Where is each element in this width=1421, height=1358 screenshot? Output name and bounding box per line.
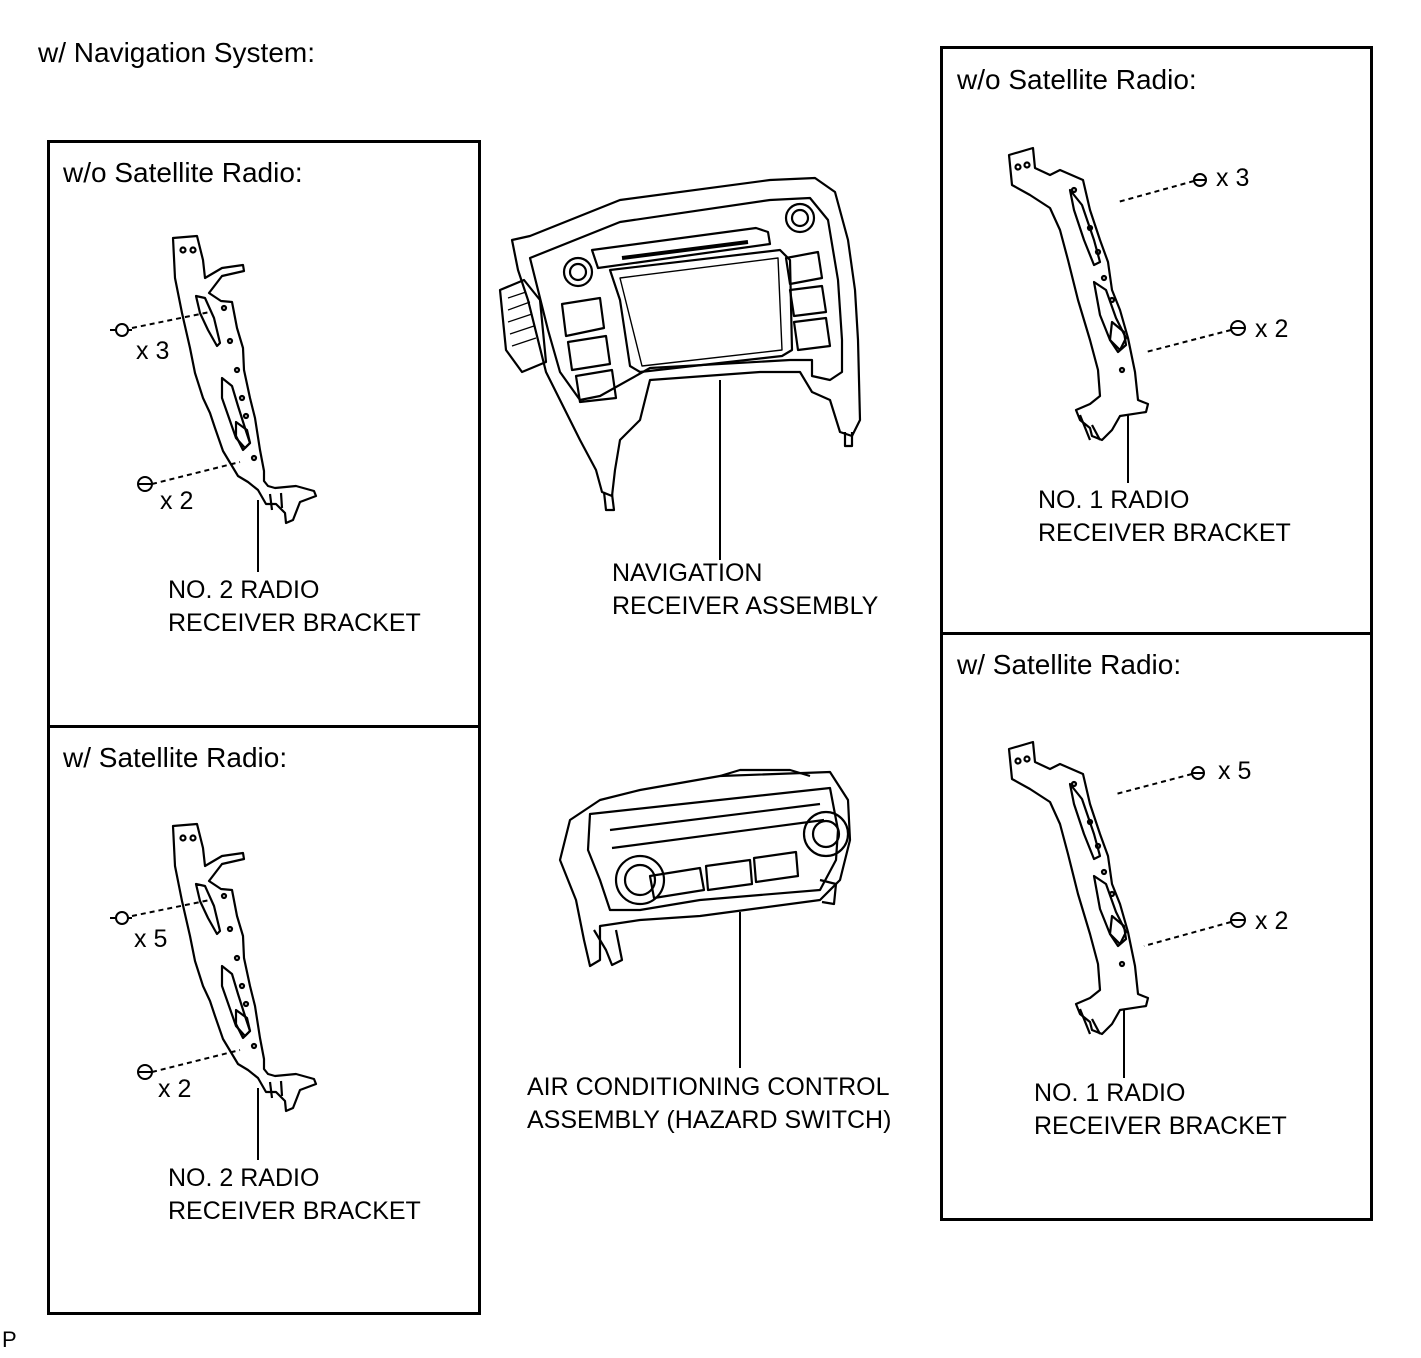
panel-heading: w/ Satellite Radio: — [957, 649, 1182, 680]
bolt-count-label: x 5 — [1218, 757, 1252, 785]
panel-left-w-satellite — [47, 725, 481, 1315]
part-label-line: NO. 2 RADIO — [168, 1164, 320, 1192]
bolt-count-label: x 2 — [1255, 907, 1289, 935]
part-label-line: ASSEMBLY (HAZARD SWITCH) — [527, 1106, 892, 1134]
part-label-no2-bracket: NO. 2 RADIO RECEIVER BRACKET — [168, 1162, 421, 1228]
part-label-line: RECEIVER BRACKET — [168, 1197, 421, 1225]
part-label-line: RECEIVER BRACKET — [1038, 519, 1291, 547]
part-label-line: RECEIVER BRACKET — [1034, 1112, 1287, 1140]
part-label-no2-bracket: NO. 2 RADIO RECEIVER BRACKET — [168, 574, 421, 640]
bolt-count-label: x 2 — [1255, 315, 1289, 343]
figure-code: P — [2, 1327, 17, 1352]
part-label-line: NO. 2 RADIO — [168, 576, 320, 604]
part-label-line: RECEIVER BRACKET — [168, 609, 421, 637]
panel-right-w-satellite — [940, 632, 1373, 1221]
part-label-line: AIR CONDITIONING CONTROL — [527, 1073, 890, 1101]
bolt-count-label: x 2 — [160, 487, 194, 515]
part-label-no1-bracket: NO. 1 RADIO RECEIVER BRACKET — [1038, 484, 1291, 550]
part-label-ac-control: AIR CONDITIONING CONTROL ASSEMBLY (HAZAR… — [527, 1071, 891, 1137]
no1-bracket-illustration-bottom — [1007, 740, 1246, 1078]
page-title: w/ Navigation System: — [38, 37, 315, 68]
ac-control-illustration — [558, 768, 852, 1068]
bolt-count-label: x 3 — [1216, 164, 1250, 192]
bolt-count-label: x 2 — [158, 1075, 192, 1103]
panel-heading: w/ Satellite Radio: — [63, 742, 288, 773]
navigation-receiver-illustration — [498, 176, 862, 560]
part-label-line: RECEIVER ASSEMBLY — [612, 592, 879, 620]
part-label-line: NO. 1 RADIO — [1034, 1079, 1186, 1107]
no2-bracket-illustration-bottom — [110, 822, 318, 1160]
part-label-navigation-receiver: NAVIGATION RECEIVER ASSEMBLY — [612, 557, 878, 623]
part-label-line: NAVIGATION — [612, 559, 763, 587]
part-label-no1-bracket: NO. 1 RADIO RECEIVER BRACKET — [1034, 1077, 1287, 1143]
part-label-line: NO. 1 RADIO — [1038, 486, 1190, 514]
no1-bracket-illustration-top — [1007, 146, 1246, 483]
bolt-count-label: x 5 — [134, 925, 168, 953]
bolt-count-label: x 3 — [136, 337, 170, 365]
panel-heading: w/o Satellite Radio: — [63, 157, 303, 188]
no2-bracket-illustration-top — [110, 234, 318, 572]
panel-heading: w/o Satellite Radio: — [957, 64, 1197, 95]
